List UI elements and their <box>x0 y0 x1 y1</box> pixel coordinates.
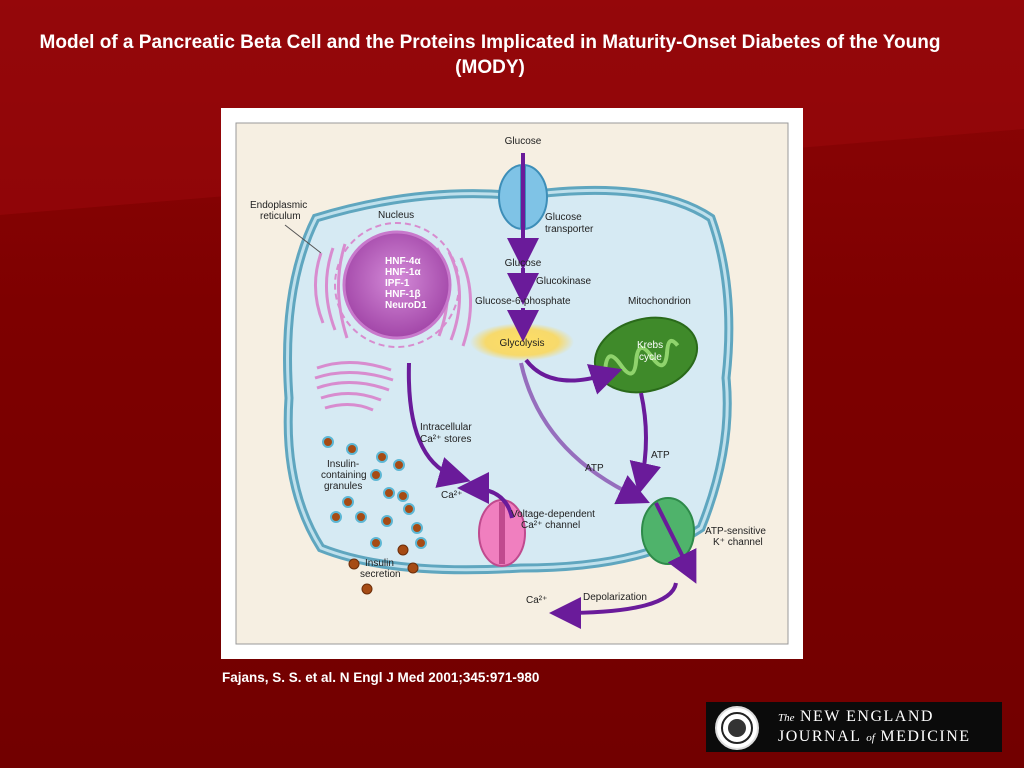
nejm-seal-icon <box>715 706 759 750</box>
label-er-1: Endoplasmic <box>250 200 307 211</box>
logo-of: of <box>866 732 875 744</box>
nucleus-shape <box>342 230 452 340</box>
insulin-granules-shape <box>322 436 427 549</box>
arrows <box>406 153 697 629</box>
logo-line-2: JOURNAL of MEDICINE <box>778 728 971 746</box>
label-secretion-2: secretion <box>360 569 401 580</box>
label-ca-stores-1: Intracellular <box>420 422 472 433</box>
label-nucleus: Nucleus <box>378 210 414 221</box>
label-depolarization: Depolarization <box>583 592 647 603</box>
arrow-depolarization <box>549 582 678 629</box>
logo-line-1: The NEW ENGLAND <box>778 708 934 726</box>
cell-membrane-inner <box>286 188 731 572</box>
label-krebs-2: cycle <box>639 352 662 363</box>
label-glucokinase: Glucokinase <box>536 276 591 287</box>
slide-title: Model of a Pancreatic Beta Cell and the … <box>39 32 941 78</box>
nucleus-protein-4: HNF-1β <box>385 289 421 300</box>
label-ca-outside: Ca²⁺ <box>526 595 547 606</box>
nuclear-envelope <box>334 222 460 348</box>
arrow-ca-in <box>457 472 514 519</box>
label-granules-3: granules <box>324 481 362 492</box>
nucleus-protein-1: HNF-4α <box>385 256 421 267</box>
arrow-to-krebs <box>524 358 623 395</box>
label-glucose-inside: Glucose <box>505 258 542 269</box>
label-katp-1: ATP-sensitive <box>705 526 766 537</box>
label-atp-right: ATP <box>651 450 670 461</box>
label-mitochondrion: Mitochondrion <box>628 296 691 307</box>
label-voltage-channel-1: Voltage-dependent <box>511 509 595 520</box>
figure-panel: Glucose Glucose transporter Endoplasmic … <box>221 108 803 659</box>
label-atp-left: ATP <box>585 463 604 474</box>
labels: Glucose Glucose transporter Endoplasmic … <box>250 136 766 606</box>
nucleus-protein-3: IPF-1 <box>385 278 410 289</box>
glycolysis-glow <box>470 323 574 361</box>
label-glucose-top: Glucose <box>505 136 542 147</box>
arrow-k-out <box>654 502 697 584</box>
label-granules-2: containing <box>321 470 367 481</box>
arrow-atp-right <box>629 392 661 495</box>
label-secretion-1: Insulin <box>365 558 394 569</box>
seal-ring <box>721 712 753 744</box>
label-glucose-6-phosphate: Glucose-6-phosphate <box>475 296 571 307</box>
label-glucose-transporter-2: transporter <box>545 224 594 235</box>
golgi-shape <box>314 360 394 412</box>
seal-core <box>728 719 746 737</box>
logo-the: The <box>778 712 795 724</box>
er-pointer <box>284 224 322 254</box>
label-granules-1: Insulin- <box>327 459 359 470</box>
secreted-granules-shape <box>348 544 419 595</box>
label-glycolysis: Glycolysis <box>499 338 544 349</box>
label-er-2: reticulum <box>260 211 301 222</box>
arrow-atp-left <box>519 362 650 505</box>
label-ca-stores-2: Ca²⁺ stores <box>420 434 471 445</box>
label-glucose-transporter-1: Glucose <box>545 212 582 223</box>
mitochondrion-cristae <box>603 338 680 376</box>
arrow-ca-stores <box>406 362 471 488</box>
label-ca-inside: Ca²⁺ <box>441 490 462 501</box>
label-voltage-channel-2: Ca²⁺ channel <box>521 520 580 531</box>
logo-medicine: MEDICINE <box>880 728 971 745</box>
citation: Fajans, S. S. et al. N Engl J Med 2001;3… <box>222 670 540 685</box>
label-katp-2: K⁺ channel <box>713 537 763 548</box>
nucleus-protein-2: HNF-1α <box>385 267 421 278</box>
logo-journal: JOURNAL <box>778 728 861 745</box>
beta-cell-diagram: Glucose Glucose transporter Endoplasmic … <box>235 122 789 645</box>
nejm-logo: The NEW ENGLAND JOURNAL of MEDICINE <box>706 702 1002 752</box>
nucleus-protein-5: NeuroD1 <box>385 300 427 311</box>
label-krebs-1: Krebs <box>637 340 663 351</box>
logo-new-england: NEW ENGLAND <box>800 708 934 725</box>
